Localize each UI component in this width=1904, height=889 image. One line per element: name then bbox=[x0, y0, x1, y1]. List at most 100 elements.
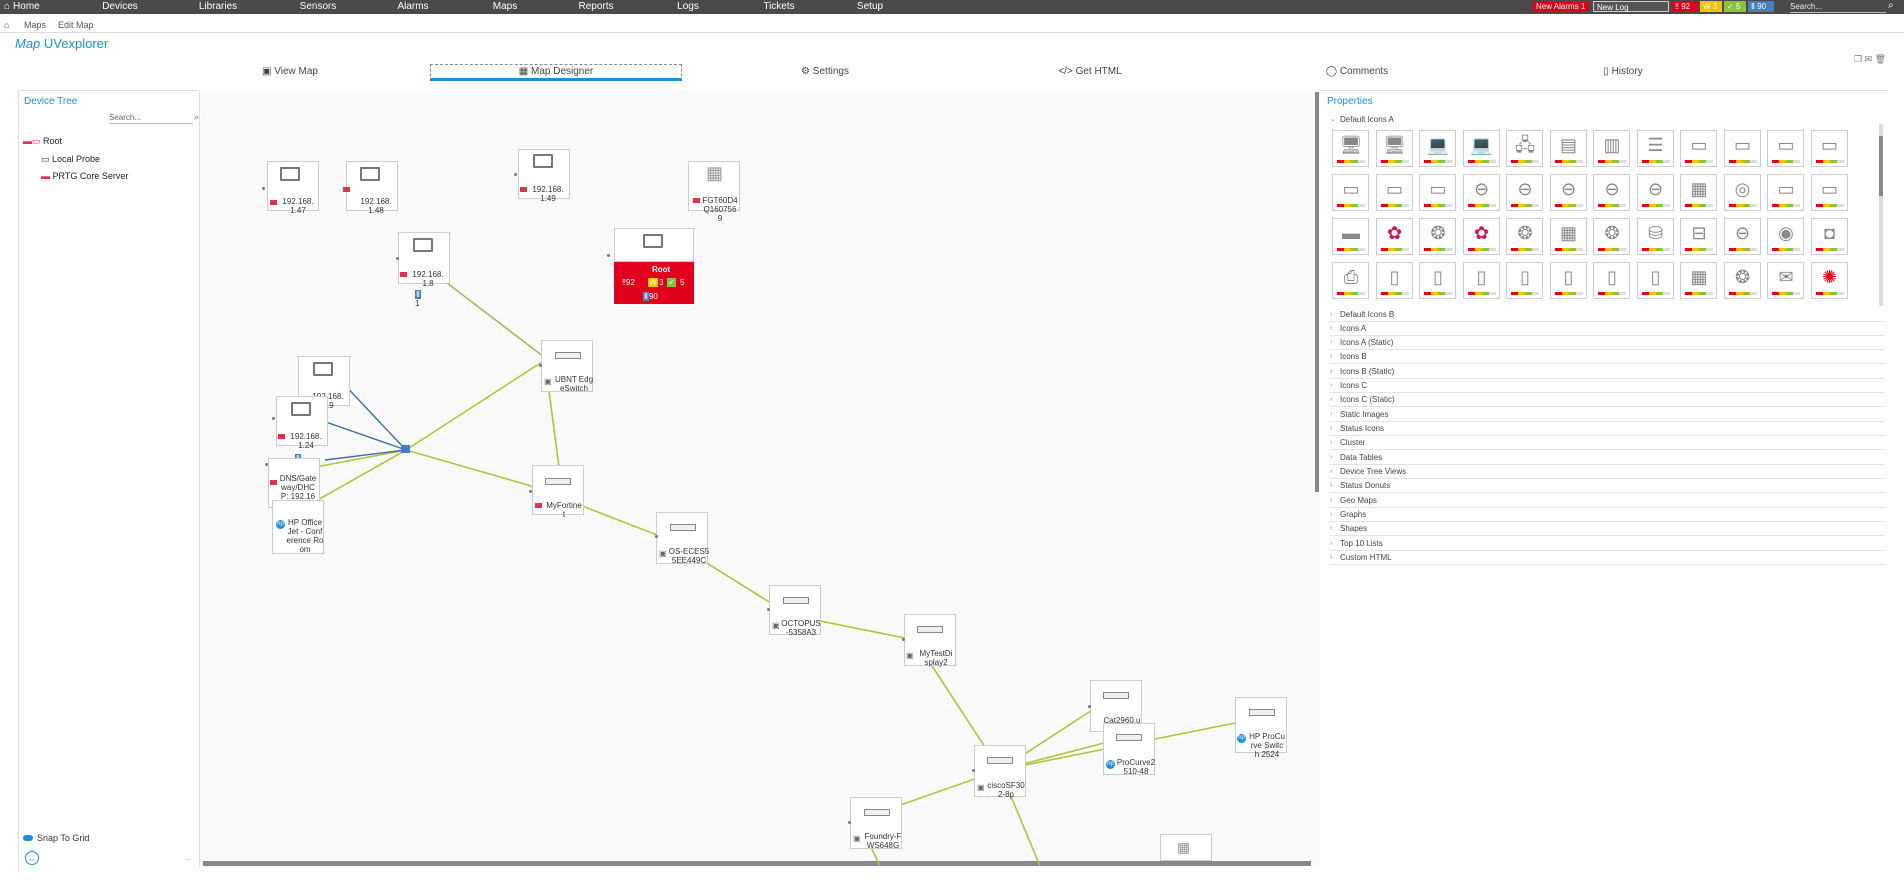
server-tower-icon[interactable]: ▥ bbox=[1593, 130, 1630, 167]
router-icon[interactable]: ⊖ bbox=[1723, 218, 1761, 255]
phone-icon[interactable]: ▯ bbox=[1549, 262, 1587, 299]
phone-icon[interactable]: ▯ bbox=[1375, 262, 1413, 299]
phone-icon[interactable]: ▯ bbox=[1506, 262, 1543, 299]
wifi-icon[interactable]: ◎ bbox=[1723, 174, 1761, 211]
nav-maps[interactable]: Maps bbox=[492, 1, 518, 12]
switch-icon[interactable]: ▭ bbox=[1810, 174, 1848, 211]
circle-red-icon[interactable]: ✿ bbox=[1462, 218, 1500, 255]
icon-grid-scrollbar[interactable] bbox=[1879, 124, 1883, 306]
section-top-10-lists[interactable]: ›Top 10 Lists bbox=[1330, 537, 1885, 551]
section-static-images[interactable]: ›Static Images bbox=[1330, 408, 1885, 422]
section-default-icons-b[interactable]: ›Default Icons B bbox=[1330, 308, 1885, 322]
section-cluster[interactable]: ›Cluster bbox=[1330, 436, 1885, 450]
section-icons-b-static[interactable]: ›Icons B (Static) bbox=[1330, 365, 1885, 379]
root-status-overview[interactable]: Root ‼92 W 3 ✓ 5 Ⅱ90 bbox=[614, 262, 694, 304]
section-icons-b[interactable]: ›Icons B bbox=[1330, 350, 1885, 364]
status-warning-badge[interactable]: W 3 bbox=[1700, 1, 1722, 12]
section-shapes[interactable]: ›Shapes bbox=[1330, 522, 1885, 536]
connector-dot[interactable] bbox=[607, 254, 610, 257]
breadcrumb-maps[interactable]: Maps bbox=[24, 20, 47, 30]
new-log-entries-badge[interactable]: New Log Entries 32 bbox=[1593, 1, 1669, 23]
nav-tickets[interactable]: Tickets bbox=[763, 1, 795, 12]
connector-dot[interactable] bbox=[396, 257, 399, 260]
switch-icon[interactable]: ▭ bbox=[1375, 174, 1413, 211]
connector-dot[interactable] bbox=[972, 769, 975, 772]
nav-alarms[interactable]: Alarms bbox=[397, 1, 429, 12]
connector-dot[interactable] bbox=[767, 608, 770, 611]
search-icon[interactable]: ⌕ bbox=[194, 112, 200, 122]
connector-dot[interactable] bbox=[848, 821, 851, 824]
section-graphs[interactable]: ›Graphs bbox=[1330, 508, 1885, 522]
nav-libraries[interactable]: Libraries bbox=[198, 1, 238, 12]
status-up-badge[interactable]: ✓ 5 bbox=[1724, 1, 1746, 12]
phone-icon[interactable]: ▯ bbox=[1419, 262, 1456, 299]
global-search-input[interactable]: Search... bbox=[1790, 2, 1886, 13]
section-device-tree-views[interactable]: ›Device Tree Views bbox=[1330, 465, 1885, 479]
collapse-left-icon[interactable]: ← bbox=[25, 851, 39, 865]
router-icon[interactable]: ⊖ bbox=[1593, 174, 1630, 211]
tab-map-designer[interactable]: ▦ Map Designer bbox=[430, 64, 682, 81]
firewall-icon[interactable]: ▦ bbox=[1549, 218, 1587, 255]
network-pc-icon[interactable]: 🖧 bbox=[1506, 130, 1543, 167]
firewall-icon[interactable]: ▦ bbox=[1680, 262, 1717, 299]
tab-comments[interactable]: ◯ Comments bbox=[1325, 66, 1389, 77]
tablet-icon[interactable]: ▯ bbox=[1593, 262, 1630, 299]
desktop-icon[interactable]: 🖥 bbox=[1375, 130, 1413, 167]
router-icon[interactable]: ⊖ bbox=[1636, 174, 1674, 211]
section-icons-c-static[interactable]: ›Icons C (Static) bbox=[1330, 393, 1885, 407]
tablet-icon[interactable]: ▯ bbox=[1636, 262, 1674, 299]
switch-icon[interactable]: ▭ bbox=[1680, 130, 1717, 167]
status-paused-badge[interactable]: Ⅱ 90 bbox=[1748, 1, 1774, 12]
server-rack-icon[interactable]: ☰ bbox=[1636, 130, 1674, 167]
delete-icon[interactable]: 🗑 bbox=[1874, 54, 1887, 64]
circle-gray-icon[interactable]: ❂ bbox=[1419, 218, 1456, 255]
database-icon[interactable]: ⛁ bbox=[1636, 218, 1674, 255]
switch-icon[interactable]: ▭ bbox=[1419, 174, 1456, 211]
phone-icon[interactable]: ▯ bbox=[1462, 262, 1500, 299]
circle-gray-icon[interactable]: ❂ bbox=[1506, 218, 1543, 255]
tree-item-local-probe[interactable]: ▭ Local Probe bbox=[41, 154, 101, 164]
home-link[interactable]: ⌂Home bbox=[4, 1, 40, 12]
connector-dot[interactable] bbox=[655, 535, 658, 538]
new-alarms-badge[interactable]: New Alarms 1 bbox=[1533, 1, 1589, 12]
device-tree-search-input[interactable]: Search... bbox=[109, 113, 193, 124]
nav-reports[interactable]: Reports bbox=[578, 1, 614, 12]
switch-icon[interactable]: ▭ bbox=[1767, 174, 1804, 211]
search-icon[interactable]: ⌕ bbox=[1888, 0, 1894, 11]
nav-sensors[interactable]: Sensors bbox=[299, 1, 337, 12]
nav-setup[interactable]: Setup bbox=[856, 1, 884, 12]
expand-right-icon[interactable]: → bbox=[183, 853, 192, 863]
breadcrumb-edit-map[interactable]: Edit Map bbox=[58, 20, 94, 30]
circle-gray-icon[interactable]: ❂ bbox=[1593, 218, 1630, 255]
connector-dot[interactable] bbox=[1088, 705, 1091, 708]
switch-icon[interactable]: ▭ bbox=[1767, 130, 1804, 167]
section-status-donuts[interactable]: ›Status Donuts bbox=[1330, 479, 1885, 493]
mail-icon[interactable]: ✉ bbox=[1767, 262, 1804, 299]
laptop-icon[interactable]: 💻 bbox=[1419, 130, 1456, 167]
connector-dot[interactable] bbox=[262, 187, 265, 190]
connector-dot[interactable] bbox=[265, 463, 268, 466]
section-icons-a-static[interactable]: ›Icons A (Static) bbox=[1330, 336, 1885, 350]
printer-icon[interactable]: ⎙ bbox=[1332, 262, 1369, 299]
canvas-horizontal-scrollbar[interactable] bbox=[203, 861, 1311, 866]
switch-icon[interactable]: ▭ bbox=[1332, 174, 1369, 211]
connector-dot[interactable] bbox=[272, 417, 275, 420]
camera-icon[interactable]: ◉ bbox=[1767, 218, 1804, 255]
circle-red-icon[interactable]: ✿ bbox=[1375, 218, 1413, 255]
scrollbar-thumb[interactable] bbox=[1879, 136, 1883, 196]
tab-view-map[interactable]: ▣ View Map bbox=[262, 66, 318, 77]
email-icon[interactable]: ✉ bbox=[1864, 54, 1873, 64]
switch-icon[interactable]: ▭ bbox=[1810, 130, 1848, 167]
section-custom-html[interactable]: ›Custom HTML bbox=[1330, 551, 1885, 565]
section-data-tables[interactable]: ›Data Tables bbox=[1330, 451, 1885, 465]
tree-item-root[interactable]: ▬▭ Root bbox=[23, 136, 63, 146]
status-down-badge[interactable]: ‼ 92 bbox=[1672, 1, 1698, 12]
firewall-icon[interactable]: ▦ bbox=[1680, 174, 1717, 211]
connector-dot[interactable] bbox=[902, 638, 905, 641]
tab-settings[interactable]: ⚙ Settings bbox=[801, 66, 849, 77]
desktop-icon[interactable]: 🖥 bbox=[1332, 130, 1369, 167]
router-icon[interactable]: ⊖ bbox=[1462, 174, 1500, 211]
disk-icon[interactable]: ⊟ bbox=[1680, 218, 1717, 255]
modem-icon[interactable]: ▬ bbox=[1332, 218, 1369, 255]
router-icon[interactable]: ⊖ bbox=[1549, 174, 1587, 211]
